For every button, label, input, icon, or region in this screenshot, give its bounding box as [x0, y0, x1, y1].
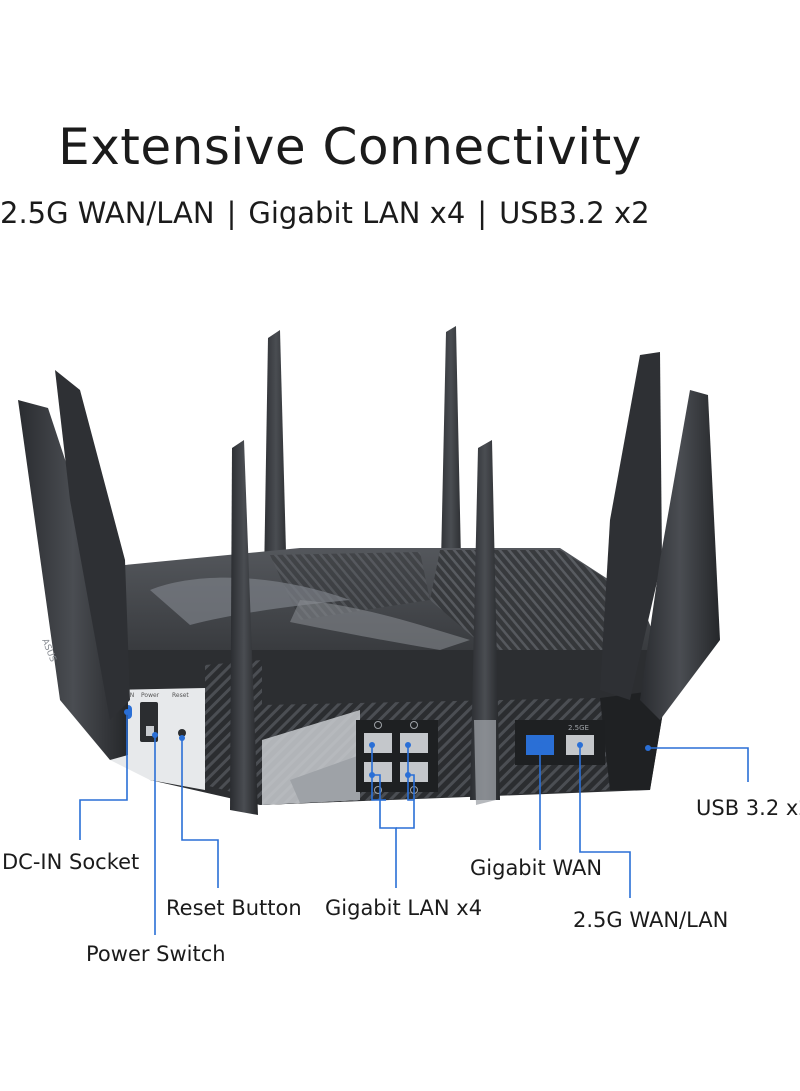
callout-lines	[79, 709, 749, 935]
port-mark-power: Power	[141, 692, 160, 699]
reset-button	[178, 729, 186, 737]
antenna-right-inner	[600, 352, 662, 700]
separator: |	[477, 196, 488, 230]
page-title: Extensive Connectivity	[58, 118, 642, 176]
callout-reset-button: Reset Button	[166, 896, 302, 920]
lan-port	[400, 733, 428, 753]
reset-callout-line	[181, 738, 219, 888]
separator: |	[226, 196, 237, 230]
callout-usb: USB 3.2 x2	[696, 796, 800, 820]
feature-usb: USB3.2 x2	[499, 196, 650, 230]
antenna-right-outer	[640, 390, 720, 720]
callout-power-switch: Power Switch	[86, 942, 226, 966]
usb-callout-line	[648, 747, 749, 782]
wan-port-block: 2.5GE	[515, 720, 605, 765]
callout-dc-in-socket: DC-IN Socket	[2, 850, 140, 874]
wan-lan-2.5g-callout-line	[579, 745, 631, 898]
callout-gigabit-wan: Gigabit WAN	[470, 856, 603, 880]
antenna-left-outer	[18, 400, 128, 760]
lan-callout-line	[371, 745, 397, 888]
feature-gigabit-lan: Gigabit LAN x4	[248, 196, 466, 230]
port-mark-2.5ge: 2.5GE	[568, 724, 589, 732]
lan-port	[364, 762, 392, 782]
port-mark-reset: Reset	[172, 692, 189, 699]
antenna-front-right	[470, 440, 500, 805]
dc-in-callout-line	[79, 712, 128, 840]
lan-port-block	[356, 720, 438, 794]
callout-2.5g-wan-lan: 2.5G WAN/LAN	[573, 908, 729, 932]
lan-port	[364, 733, 392, 753]
antenna-left-inner	[55, 370, 130, 720]
callout-gigabit-lan: Gigabit LAN x4	[325, 896, 483, 920]
feature-strip: 2.5G WAN/LAN | Gigabit LAN x4 | USB3.2 x2	[0, 196, 800, 230]
feature-2.5g-wan-lan: 2.5G WAN/LAN	[0, 196, 215, 230]
antenna-front-left	[230, 440, 258, 815]
